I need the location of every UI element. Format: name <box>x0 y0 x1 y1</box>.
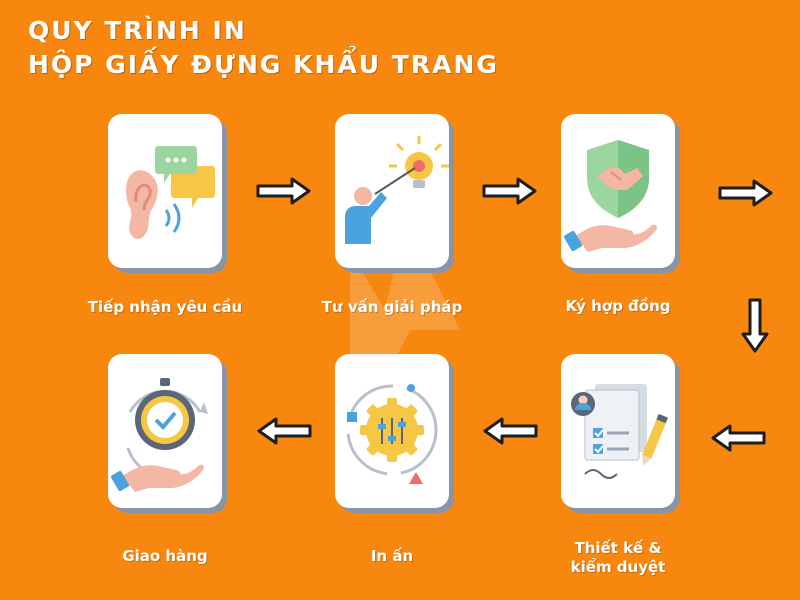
arrow-left-icon <box>711 424 766 452</box>
step-label-3: Ký hợp đồng <box>565 297 671 315</box>
stopwatch-hand-icon <box>111 378 208 492</box>
step-label-4: Thiết kế & kiểm duyệt <box>513 539 723 577</box>
step-label-6: Giao hàng <box>122 547 208 565</box>
handshake-shield-icon <box>564 140 658 252</box>
arrow-left-icon <box>483 417 538 445</box>
step-label-5: In ấn <box>370 547 414 565</box>
step-label-4-line-1: Thiết kế & <box>574 539 662 557</box>
step-card-6 <box>108 354 222 508</box>
gear-sliders-icon <box>346 384 438 484</box>
arrow-right-icon <box>718 179 773 207</box>
document-checklist-pencil-icon <box>571 384 668 479</box>
step-card-4 <box>561 354 675 508</box>
consultant-lightbulb-icon <box>345 136 449 244</box>
arrow-down-icon <box>741 298 769 353</box>
watermark-logo-icon <box>350 220 460 380</box>
title-line-1: QUY TRÌNH IN <box>28 16 247 45</box>
step-card-5 <box>335 354 449 508</box>
step-card-2 <box>335 114 449 268</box>
arrow-right-icon <box>482 177 537 205</box>
arrow-left-icon <box>257 417 312 445</box>
arrow-right-icon <box>256 177 311 205</box>
step-label-1: Tiếp nhận yêu cầu <box>87 298 243 316</box>
page-title: QUY TRÌNH IN HỘP GIẤY ĐỰNG KHẨU TRANG <box>28 14 499 82</box>
ear-speech-icon <box>126 146 215 239</box>
step-card-3 <box>561 114 675 268</box>
step-card-1 <box>108 114 222 268</box>
step-label-4-line-2: kiểm duyệt <box>570 558 666 576</box>
title-line-2: HỘP GIẤY ĐỰNG KHẨU TRANG <box>28 50 499 79</box>
step-label-2: Tư vấn giải pháp <box>321 298 463 316</box>
